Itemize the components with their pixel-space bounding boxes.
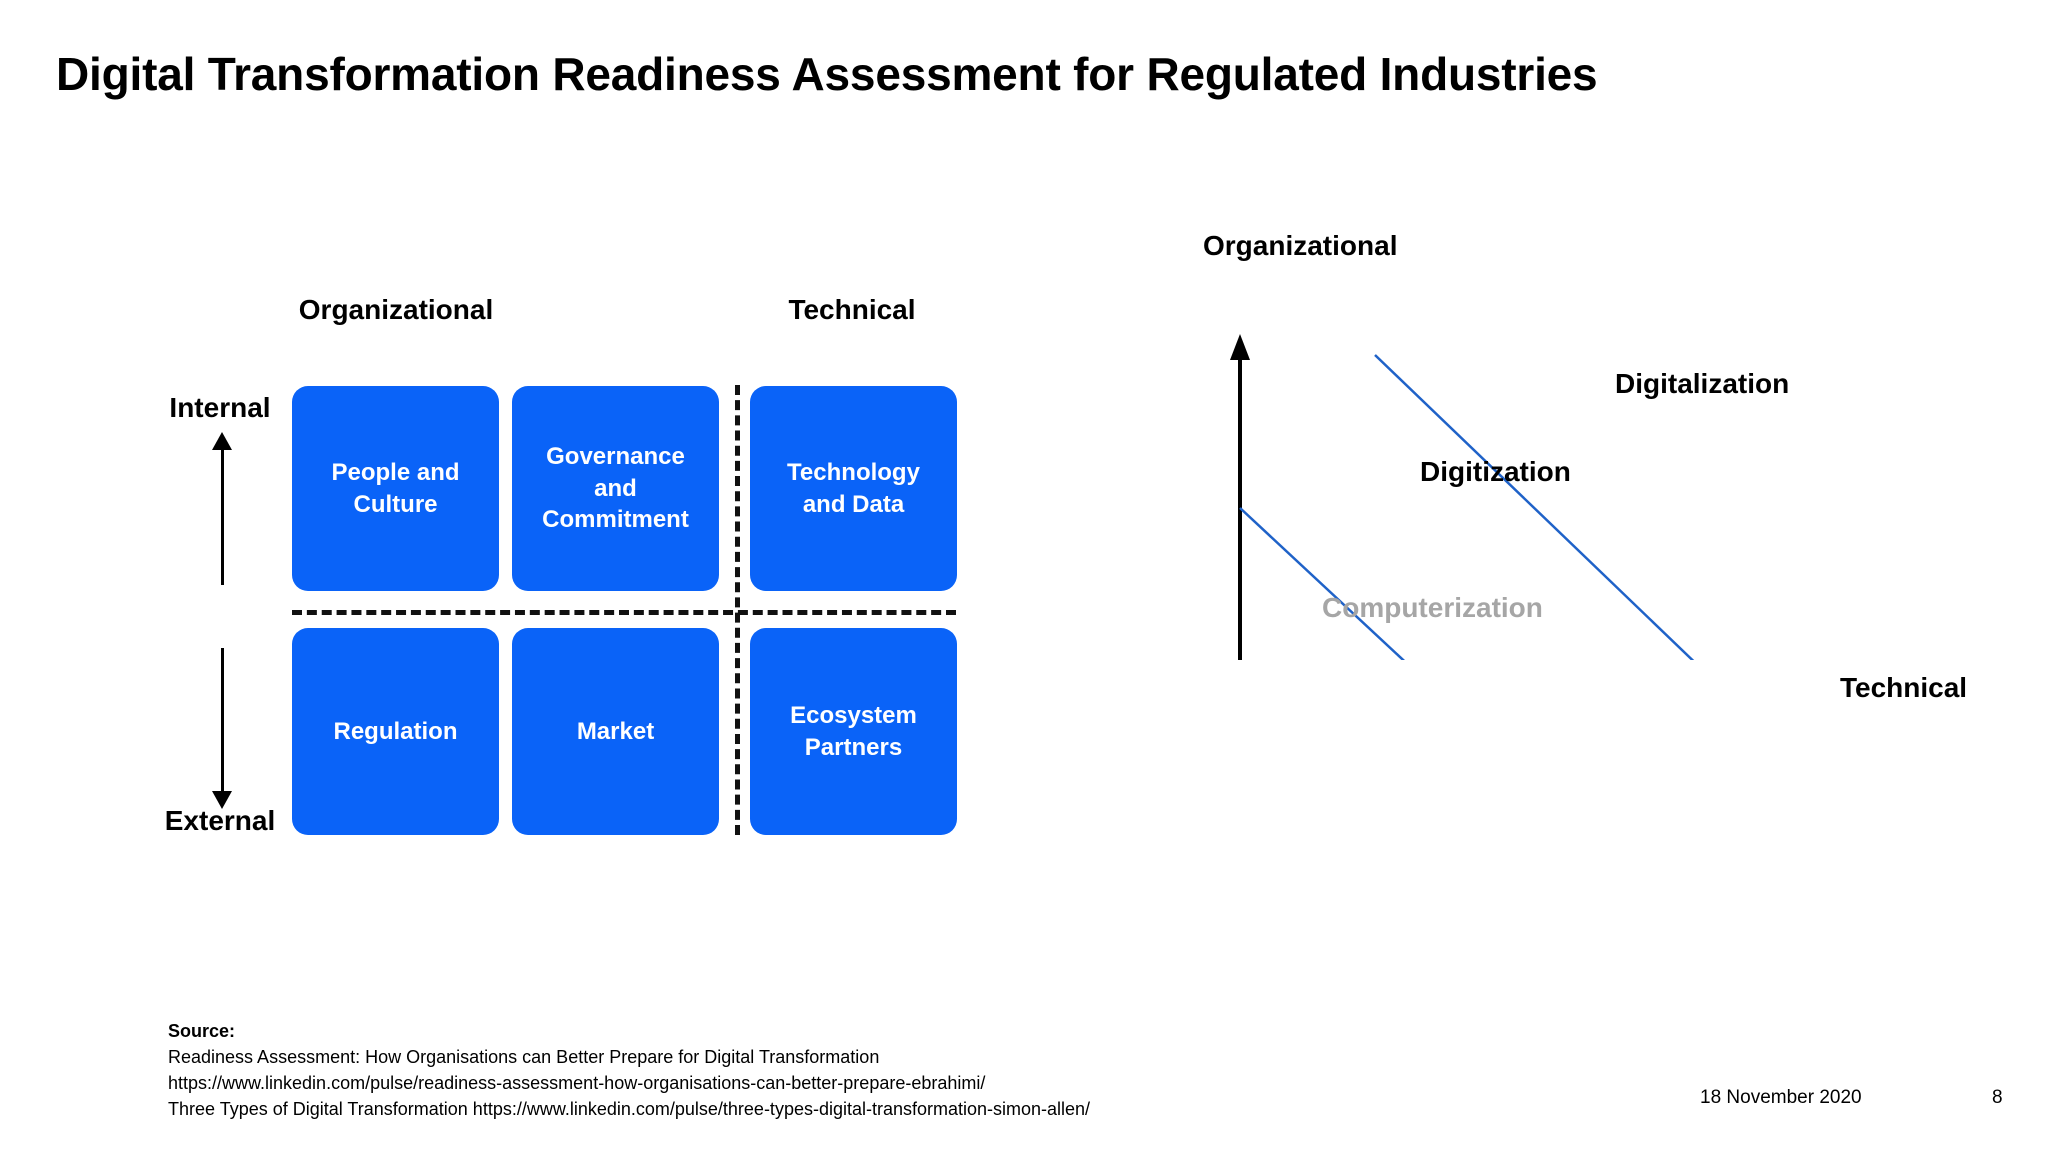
source-line-1: Readiness Assessment: How Organisations … xyxy=(168,1047,880,1068)
matrix-row-label-external: External xyxy=(164,805,276,836)
matrix-cell-people-and-culture[interactable]: People and Culture xyxy=(292,386,499,591)
matrix-cell-regulation[interactable]: Regulation xyxy=(292,628,499,835)
chart-plot-area xyxy=(1230,334,1695,660)
matrix-cell-label: Market xyxy=(576,717,655,745)
readiness-matrix: Organizational Technical Internal Extern… xyxy=(0,0,1050,950)
chart-y-axis-title: Organizational xyxy=(1203,230,1398,261)
chart-annotation-digitalization: Digitalization xyxy=(1615,368,1790,399)
matrix-cell-label: Technology and Data xyxy=(787,458,920,518)
matrix-cell-label: People and Culture xyxy=(331,458,460,518)
transformation-types-chart: Organizational Technical Digitalization … xyxy=(1150,230,2010,780)
footer-page-number: 8 xyxy=(1992,1087,2003,1108)
matrix-cell-governance-and-commitment[interactable]: Governance and Commitment xyxy=(512,386,719,591)
matrix-column-header-technical: Technical xyxy=(788,294,916,325)
page-title: Digital Transformation Readiness Assessm… xyxy=(56,48,1598,100)
matrix-horizontal-divider xyxy=(292,610,956,615)
footer-date: 18 November 2020 xyxy=(1700,1087,1862,1108)
chart-annotation-computerization: Computerization xyxy=(1322,592,1543,623)
matrix-vertical-divider xyxy=(735,385,740,835)
matrix-cell-ecosystem-partners[interactable]: Ecosystem Partners xyxy=(750,628,957,835)
chart-series-lower-boundary xyxy=(1239,507,1406,660)
matrix-row-label-internal: Internal xyxy=(169,392,271,423)
chart-annotation-digitization: Digitization xyxy=(1420,456,1571,487)
chart-y-axis-arrowhead xyxy=(1230,334,1250,360)
matrix-cell-label: Governance and Commitment xyxy=(542,442,689,534)
chart-series-upper-boundary xyxy=(1374,354,1695,660)
matrix-column-header-organizational: Organizational xyxy=(298,294,494,325)
source-link-1: https://www.linkedin.com/pulse/readiness… xyxy=(168,1073,986,1094)
source-link-2: Three Types of Digital Transformation ht… xyxy=(168,1099,1091,1120)
source-heading: Source: xyxy=(168,1021,236,1041)
matrix-cell-technology-and-data[interactable]: Technology and Data xyxy=(750,386,957,591)
matrix-cell-market[interactable]: Market xyxy=(512,628,719,835)
chart-x-axis-title: Technical xyxy=(1840,672,1968,703)
matrix-cell-label: Ecosystem Partners xyxy=(790,701,917,761)
source-block: Source: Readiness Assessment: How Organi… xyxy=(168,1018,1090,1122)
matrix-cell-label: Regulation xyxy=(333,717,458,745)
